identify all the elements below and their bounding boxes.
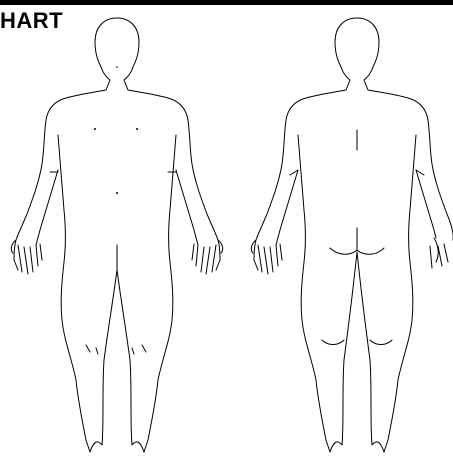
front-knees [86, 345, 146, 354]
front-right-torso [144, 135, 176, 452]
front-left-forearm [36, 170, 58, 245]
front-navel [116, 192, 118, 194]
back-left-forearm [276, 170, 298, 245]
front-right-forearm [176, 170, 198, 245]
back-left-torso [298, 135, 330, 452]
front-chin-mark [116, 66, 118, 68]
front-feet [90, 442, 144, 452]
back-inner-legs [342, 252, 372, 445]
front-right-hand [192, 240, 223, 274]
back-right-hand [430, 238, 448, 268]
back-knees [322, 340, 392, 345]
back-head-right [357, 18, 453, 240]
back-feet [330, 442, 384, 452]
back-elbows [290, 170, 424, 175]
front-left-nipple [94, 128, 96, 130]
back-right-forearm [416, 170, 436, 238]
back-buttocks [330, 228, 384, 254]
front-right-nipple [136, 128, 138, 130]
back-right-torso [384, 135, 416, 452]
front-body-figure [11, 18, 222, 452]
front-left-hand [11, 240, 42, 274]
front-inner-legs [102, 245, 132, 445]
back-left-hand [251, 240, 282, 274]
front-left-torso [58, 135, 90, 452]
back-body-figure [251, 18, 453, 452]
